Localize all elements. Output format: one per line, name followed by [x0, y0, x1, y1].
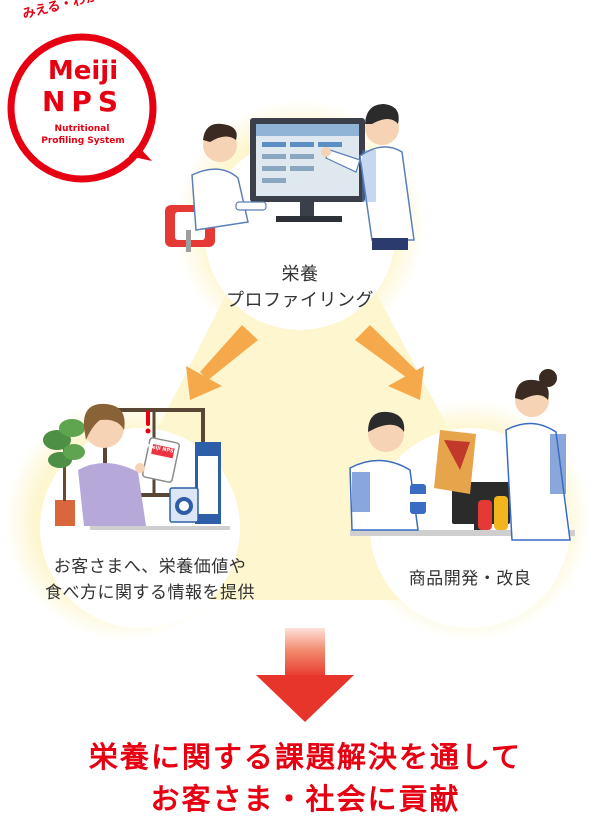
- result-headline-line1: 栄養に関する課題解決を通して: [88, 740, 523, 774]
- illustration-product-development: [349, 369, 575, 541]
- left-node-label-line1: お客さまへ、栄養価値や: [53, 557, 247, 577]
- right-node-label: 商品開発・改良: [370, 566, 570, 592]
- illustration-profiling-team: [165, 104, 415, 252]
- top-node-label: 栄養 プロファイリング: [200, 262, 400, 314]
- right-node-label-line1: 商品開発・改良: [408, 569, 532, 589]
- logo-brand: Meiji: [47, 56, 119, 86]
- logo-mark: NPS: [41, 85, 125, 118]
- illustration-customer-info: [43, 403, 230, 530]
- top-node-label-line1: 栄養: [281, 264, 319, 285]
- arrow-to-left-node: [186, 325, 258, 400]
- meiji-nps-logo: [7, 33, 157, 183]
- left-node-label-line2: 食べ方に関する情報を提供: [45, 583, 255, 603]
- down-arrow: [256, 628, 354, 722]
- logo-subtitle-line1: Nutritional: [54, 124, 110, 134]
- top-node-label-line2: プロファイリング: [226, 290, 374, 311]
- left-node-label: お客さまへ、栄養価値や 食べ方に関する情報を提供: [10, 554, 290, 606]
- result-headline-line2: お客さま・社会に貢献: [150, 782, 461, 816]
- arrow-to-right-node: [355, 325, 424, 400]
- logo-subtitle-line2: Profiling System: [41, 136, 125, 146]
